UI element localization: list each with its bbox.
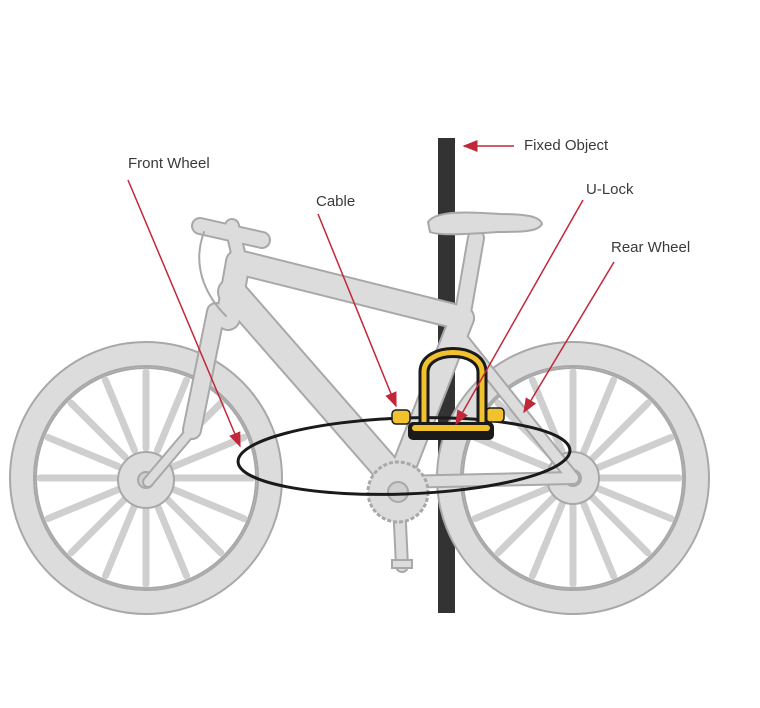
spoke (67, 495, 129, 557)
bike-frame (142, 217, 580, 573)
u-lock-label: U-Lock (586, 181, 634, 198)
spoke (153, 502, 191, 580)
spoke (471, 433, 551, 471)
rear-wheel-arrow (523, 261, 615, 414)
spoke (101, 376, 139, 454)
spoke (153, 376, 191, 454)
cable-end-right (485, 407, 505, 423)
cable-arrow (317, 213, 397, 408)
spoke (170, 485, 248, 523)
spoke (67, 399, 129, 461)
spoke (580, 500, 618, 580)
spoke (471, 485, 551, 523)
u-lock-arrow (455, 199, 584, 426)
leader-arrows (127, 140, 615, 448)
pedal (391, 559, 413, 569)
spoke (595, 433, 675, 471)
spoke (589, 494, 652, 557)
saddle (426, 211, 544, 236)
spoke (163, 495, 225, 557)
spoke (528, 500, 566, 580)
spoke (595, 485, 675, 523)
rear-wheel-label: Rear Wheel (611, 239, 691, 256)
spoke (44, 433, 122, 471)
spoke (580, 376, 618, 456)
front-wheel-label: Front Wheel (128, 155, 210, 172)
spoke (528, 376, 566, 456)
spoke (101, 502, 139, 580)
fixed-object-label: Fixed Object (524, 137, 609, 154)
spoke (44, 485, 122, 523)
front-wheel-arrow (127, 179, 241, 448)
cable-label: Cable (316, 193, 356, 210)
cable-end-left (391, 409, 411, 425)
spoke (589, 399, 652, 462)
u-lock (408, 347, 494, 440)
rear-wheel (436, 341, 710, 615)
rear-wheel-spokes (463, 368, 683, 588)
spoke (494, 494, 557, 557)
